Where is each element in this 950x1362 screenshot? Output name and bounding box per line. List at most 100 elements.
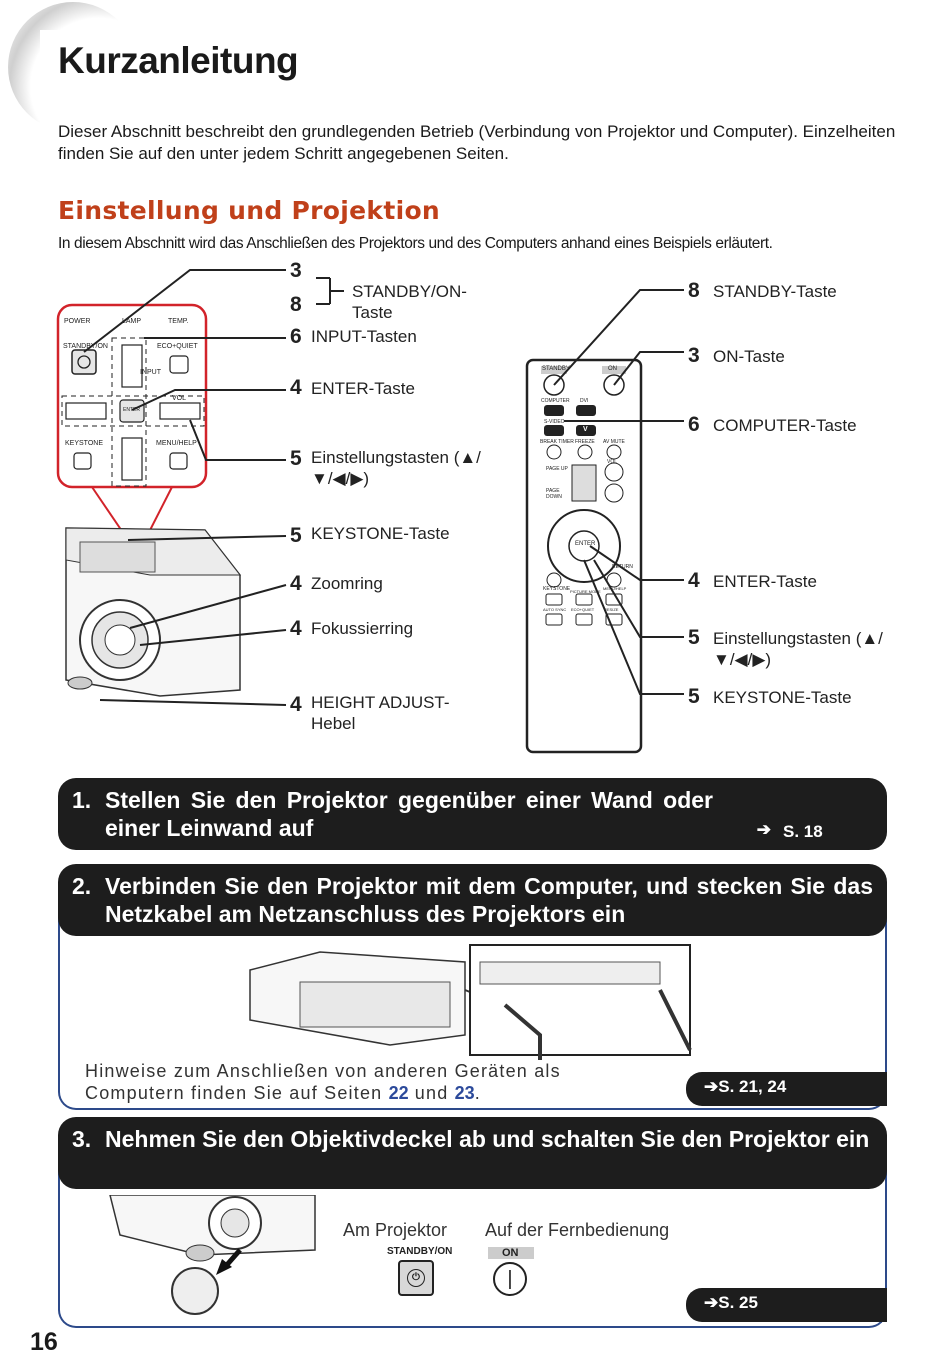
callout-num: 4 bbox=[688, 569, 700, 592]
control-panel-illustration bbox=[56, 303, 208, 541]
callout-keystone: KEYSTONE-Taste bbox=[311, 524, 450, 543]
on-label-bg bbox=[488, 1247, 534, 1259]
panel-enter-label: ENTER bbox=[123, 407, 140, 413]
panel-vol-label: VOL bbox=[172, 395, 187, 402]
intro-text: Dieser Abschnitt beschreibt den grundleg… bbox=[58, 122, 896, 163]
callout-remote-on: ON-Taste bbox=[713, 347, 785, 366]
step-3-page-ref: S. 25 bbox=[718, 1293, 758, 1312]
remote-dvi-label: DVI bbox=[580, 398, 589, 404]
panel-menu-label: MENU/HELP bbox=[156, 440, 197, 447]
step-2-arrow-icon: ➔ bbox=[704, 1077, 719, 1096]
callout-num: 4 bbox=[290, 693, 302, 716]
callout-num: 5 bbox=[290, 524, 302, 547]
right-callout-lines bbox=[553, 289, 684, 695]
callout-height: HEIGHT ADJUST-Hebel bbox=[311, 693, 450, 733]
connection-illustration bbox=[249, 944, 692, 1060]
step-2-note: Hinweise zum Anschließen von anderen Ger… bbox=[85, 1061, 561, 1103]
remote-svideo-label: S-VIDEO bbox=[544, 419, 565, 425]
remote-pageup-label: PAGE UP bbox=[546, 466, 568, 472]
callout-adjust: Einstellungstasten (▲/▼/◀/▶) bbox=[311, 448, 481, 488]
panel-input-label: INPUT bbox=[140, 369, 161, 376]
callout-num: 5 bbox=[290, 447, 302, 470]
standby-on-button[interactable]: ⏻ bbox=[398, 1260, 434, 1296]
remote-video-label: V bbox=[583, 426, 588, 433]
callout-num: 6 bbox=[688, 413, 700, 436]
page-title: Kurzanleitung bbox=[58, 40, 299, 81]
step-1-arrow-icon: ➔ bbox=[756, 820, 771, 839]
remote-eco-label: ECO+QUIET bbox=[571, 607, 595, 612]
step-2-number: 2. bbox=[72, 873, 92, 899]
step-3-number: 3. bbox=[72, 1126, 92, 1152]
step-1-header: 1. Stellen Sie den Projektor gegenüber e… bbox=[58, 778, 887, 850]
step-2-title: Verbinden Sie den Projektor mit dem Comp… bbox=[105, 873, 873, 927]
on-label: ON bbox=[502, 1247, 519, 1259]
remote-avmute-label: AV MUTE bbox=[603, 439, 625, 445]
remote-return-label: RETURN bbox=[612, 564, 633, 570]
callout-input: INPUT-Tasten bbox=[311, 327, 417, 346]
panel-temp-label: TEMP. bbox=[168, 318, 189, 325]
section-title: Einstellung und Projektion bbox=[58, 196, 441, 225]
callout-num: 4 bbox=[290, 617, 302, 640]
step-3-box bbox=[58, 1160, 887, 1328]
remote-pagedown-label: PAGE DOWN bbox=[546, 488, 562, 500]
step-3-title: Nehmen Sie den Objektivdeckel ab und sch… bbox=[105, 1126, 870, 1152]
callout-num: 4 bbox=[290, 376, 302, 399]
standby-on-label: STANDBY/ON bbox=[387, 1246, 453, 1257]
step-2-header: 2. Verbinden Sie den Projektor mit dem C… bbox=[58, 864, 887, 936]
step-3-header: 3. Nehmen Sie den Objektivdeckel ab und … bbox=[58, 1117, 887, 1189]
step-2-page-ref: S. 21, 24 bbox=[718, 1077, 787, 1096]
step-1-title: Stellen Sie den Projektor gegenüber eine… bbox=[105, 787, 713, 841]
remote-computer-label: COMPUTER bbox=[541, 398, 570, 404]
projector-illustration bbox=[65, 527, 242, 697]
power-icon: ⏻ bbox=[407, 1269, 425, 1287]
remote-freeze-label: FREEZE bbox=[575, 439, 595, 445]
callout-num: 4 bbox=[290, 572, 302, 595]
diagram-graphics bbox=[56, 269, 684, 754]
callout-remote-computer: COMPUTER-Taste bbox=[713, 416, 857, 435]
remote-standby-label: STANDBY bbox=[542, 366, 570, 372]
left-callout-lines bbox=[83, 269, 344, 706]
step-2-page-ref-pill[interactable]: ➔S. 21, 24 bbox=[686, 1072, 887, 1106]
callout-num: 8 bbox=[688, 279, 700, 302]
step-2-box bbox=[58, 890, 887, 1110]
panel-eco-label: ECO+QUIET bbox=[157, 343, 198, 350]
lens-cap-illustration bbox=[109, 1195, 316, 1315]
remote-resize-label: RESIZE bbox=[604, 607, 619, 612]
callout-remote-keystone: KEYSTONE-Taste bbox=[713, 688, 852, 707]
remote-vol-label: VOL bbox=[607, 459, 618, 465]
panel-keystone-label: KEYSTONE bbox=[65, 440, 103, 447]
step-1-number: 1. bbox=[72, 787, 92, 813]
callout-focus: Fokussierring bbox=[311, 619, 414, 638]
remote-picture-label: PICTURE MODE bbox=[570, 589, 601, 594]
callout-remote-adjust: Einstellungstasten (▲/▼/◀/▶) bbox=[713, 629, 883, 669]
callout-remote-standby: STANDBY-Taste bbox=[713, 282, 837, 301]
on-button[interactable]: | bbox=[493, 1262, 527, 1296]
step-1-page-ref[interactable]: S. 18 bbox=[783, 822, 823, 841]
caption-on-remote: Auf der Fernbedienung bbox=[485, 1220, 670, 1240]
panel-lamp-label: LAMP bbox=[122, 318, 142, 325]
callout-num: 8 bbox=[290, 293, 302, 316]
callout-num: 6 bbox=[290, 325, 302, 348]
callout-num: 5 bbox=[688, 626, 700, 649]
page-link-23[interactable]: 23 bbox=[454, 1083, 475, 1103]
callout-standby-on: STANDBY/ON-Taste bbox=[352, 282, 467, 322]
remote-enter-label: ENTER bbox=[575, 541, 596, 547]
caption-on-projector: Am Projektor bbox=[343, 1220, 448, 1240]
panel-power-label: POWER bbox=[64, 318, 91, 325]
remote-autosync-label: AUTO SYNC bbox=[543, 607, 567, 612]
section-subtitle: In diesem Abschnitt wird das Anschließen… bbox=[58, 235, 773, 252]
remote-keystone-label: KEYSTONE bbox=[543, 586, 571, 592]
page-link-22[interactable]: 22 bbox=[388, 1083, 409, 1103]
callout-num: 3 bbox=[290, 259, 302, 282]
callout-enter: ENTER-Taste bbox=[311, 379, 415, 398]
step-3-arrow-icon: ➔ bbox=[704, 1293, 719, 1312]
callout-remote-enter: ENTER-Taste bbox=[713, 572, 817, 591]
remote-on-label: ON bbox=[608, 366, 617, 372]
callout-zoom: Zoomring bbox=[311, 574, 383, 593]
remote-menu-label: MENU/HELP bbox=[603, 586, 627, 591]
step-3-page-ref-pill[interactable]: ➔S. 25 bbox=[686, 1288, 887, 1322]
panel-standby-label: STANDBY/ON bbox=[63, 343, 108, 350]
remote-illustration bbox=[525, 358, 643, 754]
callout-num: 3 bbox=[688, 344, 700, 367]
corner-mask bbox=[40, 30, 940, 140]
